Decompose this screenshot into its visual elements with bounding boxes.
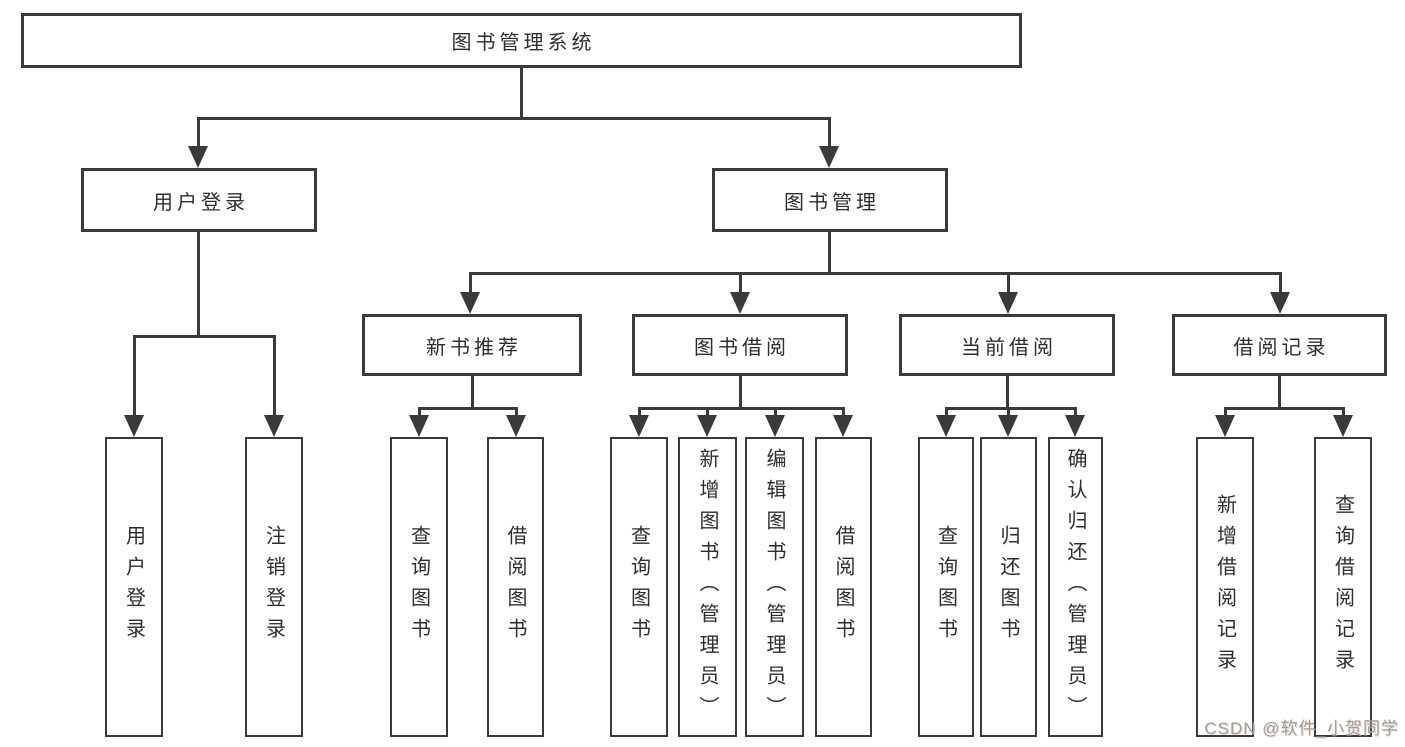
node-library-system: 图书管理系统 <box>21 13 1022 68</box>
arrow-down-icon <box>697 415 717 437</box>
arrow-down-icon <box>936 415 956 437</box>
leaf-label: 借阅图书 <box>832 525 854 649</box>
connector-line <box>827 232 831 274</box>
leaf-label: 归还图书 <box>997 525 1019 649</box>
arrow-down-icon <box>819 146 839 168</box>
connector-line <box>1223 408 1227 419</box>
arrow-down-icon <box>124 415 144 437</box>
connector-line <box>417 408 421 419</box>
connector-line <box>1006 273 1010 296</box>
leaf-label: 查询图书 <box>934 525 957 649</box>
csdn-watermark: CSDN @软件_小贺同学 <box>1204 719 1399 738</box>
connector-line <box>196 232 200 337</box>
leaf-borrowing-query-books: 查询图书 <box>610 437 668 737</box>
connector-line <box>468 271 1282 275</box>
connector-line <box>196 118 200 150</box>
arrow-down-icon <box>264 415 284 437</box>
arrow-down-icon <box>765 415 785 437</box>
leaf-label: 新增借阅记录 <box>1213 494 1236 680</box>
connector-line <box>738 376 742 409</box>
connector-line <box>1277 376 1281 409</box>
node-new-book-recommendation: 新书推荐 <box>362 314 582 376</box>
leaf-label: 注销登录 <box>262 525 285 649</box>
connector-line <box>705 408 709 419</box>
arrow-down-icon <box>1065 415 1085 437</box>
arrow-down-icon <box>409 415 429 437</box>
connector-line <box>132 336 136 419</box>
connector-line <box>944 408 948 419</box>
connector-line <box>1073 408 1077 419</box>
connector-line <box>519 68 523 118</box>
connector-line <box>1005 376 1009 409</box>
arrow-down-icon <box>998 292 1018 314</box>
arrow-down-icon <box>506 415 526 437</box>
connector-line <box>841 408 845 419</box>
connector-line <box>468 273 472 296</box>
connector-line <box>738 273 742 296</box>
arrow-down-icon <box>460 292 480 314</box>
connector-line <box>470 376 474 409</box>
leaf-label: 查询图书 <box>627 525 650 649</box>
connector-line <box>514 408 518 419</box>
connector-line <box>1341 408 1345 419</box>
connector-line <box>417 406 518 410</box>
leaf-borrowing-add-books-admin: 新增图书（管理员） <box>678 437 737 737</box>
arrow-down-icon <box>998 415 1018 437</box>
leaf-label: 确认归还（管理员） <box>1064 447 1086 727</box>
leaf-label: 查询图书 <box>407 525 430 649</box>
connector-line <box>827 118 831 150</box>
leaf-current-confirm-return-admin: 确认归还（管理员） <box>1048 437 1103 737</box>
leaf-current-return-books: 归还图书 <box>980 437 1037 737</box>
connector-line <box>272 336 276 419</box>
leaf-user-login: 用户登录 <box>105 437 163 737</box>
connector-line <box>944 406 1077 410</box>
connector-line <box>132 334 276 338</box>
leaf-label: 用户登录 <box>122 525 145 649</box>
node-borrowing-records: 借阅记录 <box>1172 314 1387 376</box>
connector-line <box>1278 273 1282 296</box>
leaf-label: 查询借阅记录 <box>1331 494 1354 680</box>
leaf-newbook-borrow-books: 借阅图书 <box>487 437 544 737</box>
leaf-label: 新增图书（管理员） <box>696 447 718 727</box>
leaf-newbook-query-books: 查询图书 <box>390 437 448 737</box>
leaf-borrowing-borrow-books: 借阅图书 <box>815 437 872 737</box>
arrow-down-icon <box>1333 415 1353 437</box>
leaf-label: 借阅图书 <box>504 525 526 649</box>
leaf-borrowing-edit-books-admin: 编辑图书（管理员） <box>745 437 804 737</box>
leaf-records-add-record: 新增借阅记录 <box>1196 437 1254 737</box>
arrow-down-icon <box>730 292 750 314</box>
leaf-current-query-books: 查询图书 <box>918 437 974 737</box>
connector-line <box>773 408 777 419</box>
leaf-records-query-record: 查询借阅记录 <box>1314 437 1372 737</box>
node-book-borrowing: 图书借阅 <box>632 314 848 376</box>
leaf-logout: 注销登录 <box>245 437 303 737</box>
connector-line <box>1006 408 1010 419</box>
connector-line <box>637 406 845 410</box>
connector-line <box>1223 406 1345 410</box>
arrow-down-icon <box>1270 292 1290 314</box>
node-user-login: 用户登录 <box>81 168 317 232</box>
arrow-down-icon <box>188 146 208 168</box>
node-current-borrowing: 当前借阅 <box>899 314 1115 376</box>
arrow-down-icon <box>833 415 853 437</box>
leaf-label: 编辑图书（管理员） <box>763 447 785 727</box>
arrow-down-icon <box>1215 415 1235 437</box>
node-book-management: 图书管理 <box>712 168 948 232</box>
arrow-down-icon <box>629 415 649 437</box>
connector-line <box>196 116 831 120</box>
connector-line <box>637 408 641 419</box>
